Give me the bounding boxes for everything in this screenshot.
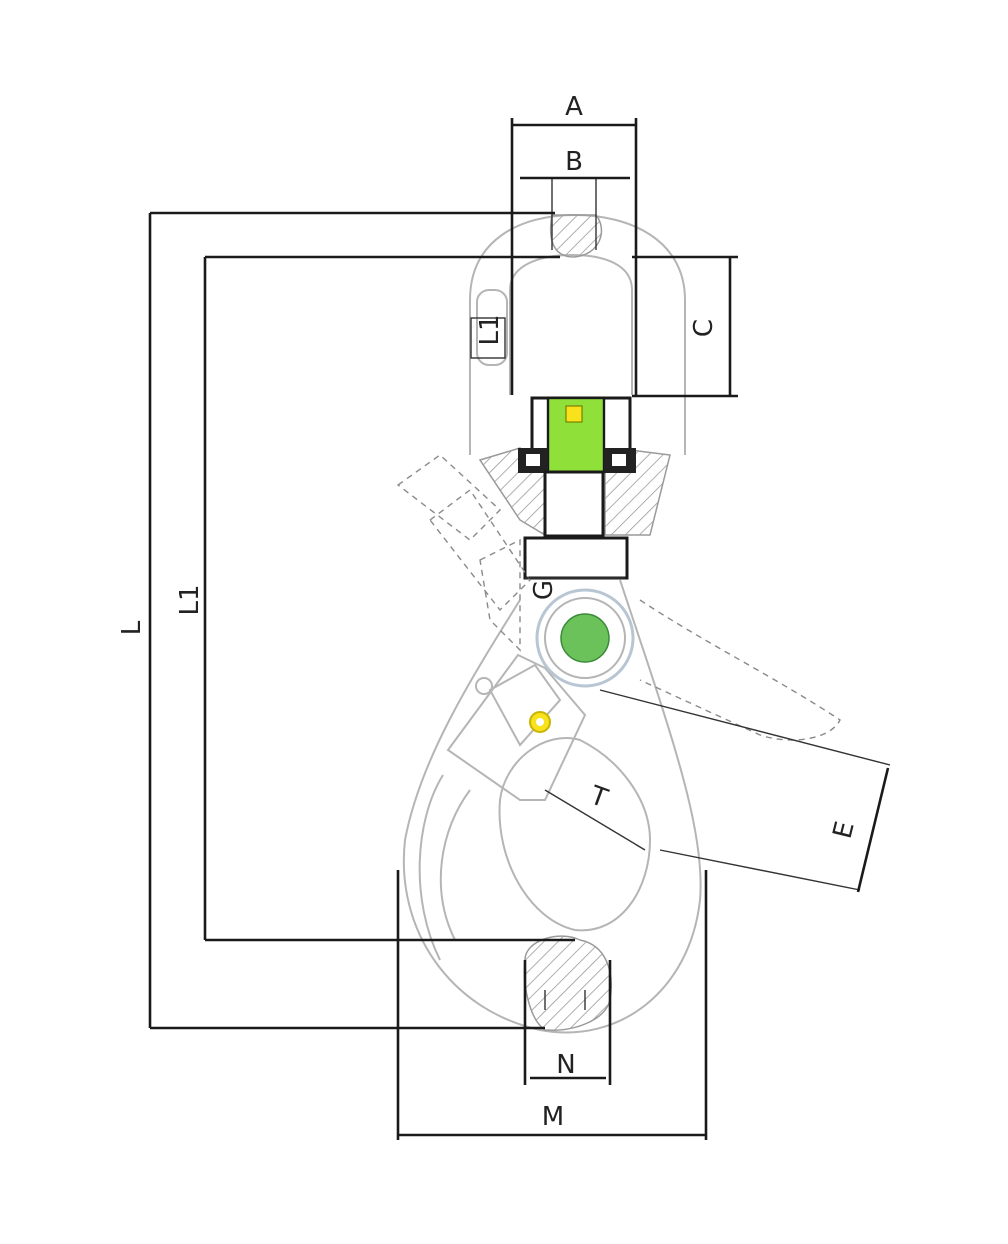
label-l1: L1 xyxy=(175,584,205,615)
label-t: T xyxy=(585,780,611,814)
dimension-labels: A B C L L1 L1 G M N T E xyxy=(117,92,861,1132)
swivel-pin-center xyxy=(565,405,583,423)
dimension-lines xyxy=(148,118,891,1140)
hook-bottom-section xyxy=(523,935,612,1031)
label-l: L xyxy=(117,620,147,635)
eye-top-section xyxy=(549,214,603,258)
hook-pivot xyxy=(535,588,635,688)
ghost-positions xyxy=(396,454,841,741)
label-m: M xyxy=(542,1102,564,1132)
label-n: N xyxy=(556,1050,575,1080)
hook-pin xyxy=(560,613,610,663)
label-a: A xyxy=(565,92,583,122)
swivel-bearing xyxy=(478,396,671,580)
label-c: C xyxy=(689,319,719,337)
label-g: G xyxy=(529,580,559,600)
label-l1-side: L1 xyxy=(475,314,505,345)
hook-body xyxy=(402,579,702,1034)
safety-latch xyxy=(446,653,587,801)
label-e: E xyxy=(828,818,861,841)
label-b: B xyxy=(565,147,583,177)
